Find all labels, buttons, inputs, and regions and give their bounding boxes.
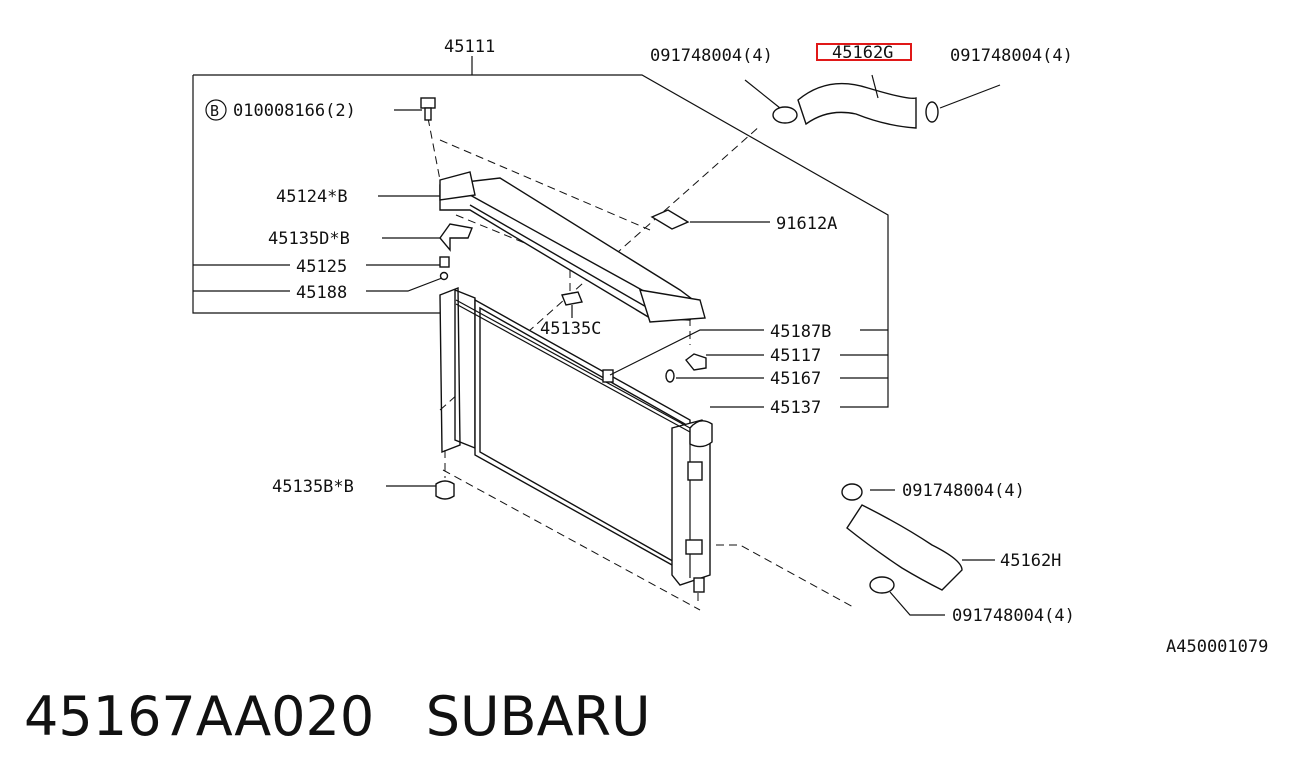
label-45111: 45111 — [444, 37, 495, 57]
label-45167: 45167 — [770, 369, 821, 389]
part-labels: 45111 091748004(4) 45162G 091748004(4) B… — [205, 37, 1268, 657]
label-091748004-bottom-right: 091748004(4) — [952, 606, 1075, 626]
label-45162h: 45162H — [1000, 551, 1061, 571]
caption-part-number: 45167AA020 — [24, 685, 375, 748]
label-45117: 45117 — [770, 346, 821, 366]
small-parts — [420, 97, 707, 500]
label-091748004-mid-right: 091748004(4) — [902, 481, 1025, 501]
label-091748004-top-right: 091748004(4) — [950, 46, 1073, 66]
b-circle-marker — [205, 99, 227, 121]
label-45135c: 45135C — [540, 319, 601, 339]
lower-hose-45162h — [841, 483, 995, 616]
b-circle-letter: B — [210, 102, 219, 120]
upper-hose-45162g — [744, 74, 1001, 129]
label-91612a: 91612A — [776, 214, 837, 234]
caption-brand: SUBARU — [425, 685, 651, 748]
label-091748004-top-left: 091748004(4) — [650, 46, 773, 66]
parts-diagram: 45111 091748004(4) 45162G 091748004(4) B… — [192, 37, 1268, 657]
reference-code: A450001079 — [1166, 637, 1268, 657]
part-caption: 45167AA020 SUBARU — [24, 682, 651, 752]
label-010008166: 010008166(2) — [233, 101, 356, 121]
label-45125: 45125 — [296, 257, 347, 277]
leader-lines — [193, 109, 770, 487]
label-45124b: 45124*B — [276, 187, 348, 207]
upper-support-bracket — [439, 171, 706, 323]
label-45188: 45188 — [296, 283, 347, 303]
label-45187b: 45187B — [770, 322, 831, 342]
radiator-assembly — [439, 286, 713, 593]
highlight-box — [816, 43, 912, 61]
label-45162g: 45162G — [832, 43, 893, 63]
label-45135bb: 45135B*B — [272, 477, 354, 497]
label-45135db: 45135D*B — [268, 229, 350, 249]
label-45137: 45137 — [770, 398, 821, 418]
bracket-45111 — [192, 56, 889, 408]
